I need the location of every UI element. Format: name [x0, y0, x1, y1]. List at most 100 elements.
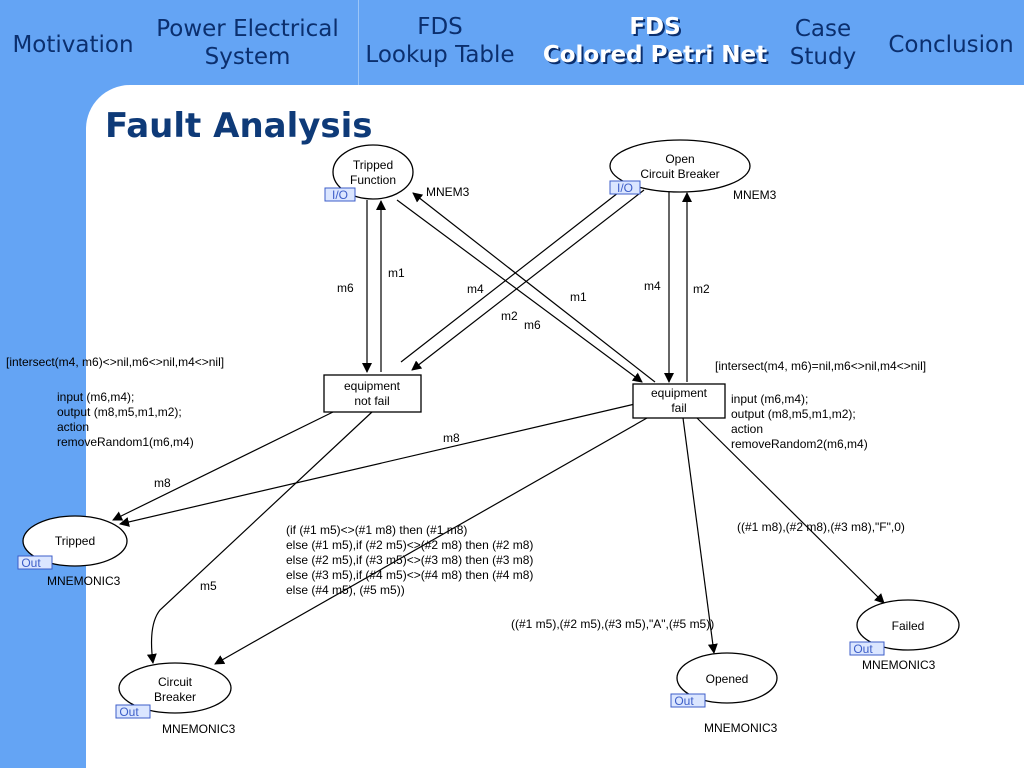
open-breaker-colorset: MNEM3 [733, 188, 777, 202]
code-segment-not-fail: input (m6,m4); output (m8,m5,m1,m2); act… [57, 390, 194, 449]
arc-label-m4-a: m4 [644, 279, 661, 293]
arc-label-m2-b: m2 [501, 309, 518, 323]
place-opened-label: Opened [706, 672, 749, 686]
code-segment-fail: input (m6,m4); output (m8,m5,m1,m2); act… [731, 392, 868, 451]
nav-case-label-line1: Case [794, 16, 852, 42]
code-not-fail-line-3: action [57, 420, 89, 434]
nav-cpn-label-line1: FDS [629, 14, 681, 40]
failed-colorset: MNEMONIC3 [862, 658, 936, 672]
place-open-circuit-breaker[interactable]: Open Circuit Breaker I/O MNEM3 [609, 139, 777, 202]
transition-fail-label-1: equipment [651, 386, 708, 400]
arc-label-m6-a: m6 [337, 281, 354, 295]
place-circuit-breaker[interactable]: Circuit Breaker Out MNEMONIC3 [115, 662, 236, 736]
code-fail-line-1: input (m6,m4); [731, 392, 808, 406]
arc-expression-opened: ((#1 m5),(#2 m5),(#3 m5),"A",(#5 m5)) [511, 617, 714, 631]
arc-fail-to-failed [696, 417, 885, 604]
nav-lookup-label-line1: FDS [417, 14, 463, 40]
arc-label-m4-b: m4 [467, 282, 484, 296]
place-tripped-function-label-1: Tripped [353, 158, 393, 172]
place-failed[interactable]: Failed Out MNEMONIC3 [849, 599, 960, 672]
code-not-fail-line-4: removeRandom1(m6,m4) [57, 435, 194, 449]
arc-m2-notfail-to-open [400, 181, 633, 363]
transition-not-fail-label-2: not fail [354, 394, 389, 408]
arc-fail-to-breaker [214, 417, 648, 665]
opened-colorset: MNEMONIC3 [704, 721, 778, 735]
nav-cpn-label-line2: Colored Petri Net [542, 42, 768, 68]
place-tripped-label: Tripped [55, 534, 95, 548]
place-tripped-function-label-2: Function [350, 173, 396, 187]
nav-case-study[interactable]: Case Study [780, 15, 866, 71]
arc-m8-notfail-to-tripped [112, 411, 334, 521]
arc-label-m1-b: m1 [570, 290, 587, 304]
nav-divider [358, 0, 359, 85]
arc-m5-notfail-to-breaker [146, 411, 373, 664]
nav-power-electrical-system[interactable]: Power Electrical System [150, 15, 345, 71]
nav-motivation[interactable]: Motivation [12, 31, 134, 59]
tripped-function-io-tag-text: I/O [332, 188, 348, 202]
circuit-breaker-colorset: MNEMONIC3 [162, 722, 236, 736]
breaker-expr-line-3: else (#2 m5),if (#3 m5)<>(#3 m8) then (#… [286, 553, 533, 567]
opened-out-tag [670, 693, 706, 708]
tripped-function-colorset: MNEM3 [426, 185, 470, 199]
open-breaker-io-tag [609, 180, 641, 195]
nav-motivation-label: Motivation [12, 32, 134, 58]
code-fail-line-2: output (m8,m5,m1,m2); [731, 407, 856, 421]
transition-not-fail-label-1: equipment [344, 379, 401, 393]
arc-label-m5: m5 [200, 579, 217, 593]
transition-equipment-not-fail[interactable]: equipment not fail [323, 374, 422, 413]
failed-out-tag [849, 641, 885, 656]
arc-expression-breaker: (if (#1 m5)<>(#1 m8) then (#1 m8) else (… [286, 523, 533, 597]
code-not-fail-line-2: output (m8,m5,m1,m2); [57, 405, 182, 419]
arc-fail-to-opened [682, 417, 718, 654]
guard-fail: [intersect(m4, m6)=nil,m6<>nil,m4<>nil] [715, 359, 926, 373]
arcs [112, 181, 885, 665]
arc-label-m8-a: m8 [154, 476, 171, 490]
arc-m8-fail-to-tripped [119, 403, 636, 527]
code-not-fail-line-1: input (m6,m4); [57, 390, 134, 404]
place-tripped-function[interactable]: Tripped Function I/O MNEM3 [324, 144, 470, 202]
arc-m1-fail-to-tripped [412, 192, 656, 383]
circuit-breaker-out-tag [115, 704, 151, 719]
arc-label-m2-a: m2 [693, 282, 710, 296]
place-open-breaker-label-1: Open [665, 152, 694, 166]
arc-label-m8-b: m8 [443, 431, 460, 445]
nav-power-label-line1: Power Electrical [156, 16, 339, 42]
open-breaker-io-tag-text: I/O [617, 181, 633, 195]
nav-power-label-line2: System [204, 44, 291, 70]
arc-label-m1-a: m1 [388, 266, 405, 280]
place-failed-label: Failed [892, 619, 925, 633]
place-circuit-breaker-label-2: Breaker [154, 690, 196, 704]
tripped-function-io-tag [324, 187, 356, 202]
tripped-colorset: MNEMONIC3 [47, 574, 121, 588]
arc-label-m6-b: m6 [524, 318, 541, 332]
breaker-expr-line-2: else (#1 m5),if (#2 m5)<>(#2 m8) then (#… [286, 538, 533, 552]
nav-conclusion[interactable]: Conclusion [885, 31, 1017, 59]
arc-expression-failed: ((#1 m8),(#2 m8),(#3 m8),"F",0) [737, 520, 905, 534]
failed-out-tag-text: Out [853, 642, 873, 656]
tripped-out-tag-text: Out [21, 556, 41, 570]
place-tripped[interactable]: Tripped Out MNEMONIC3 [17, 515, 128, 588]
arc-m4-open-to-notfail [411, 189, 645, 371]
slide-title: Fault Analysis [105, 106, 373, 146]
tripped-out-tag [17, 555, 53, 570]
opened-out-tag-text: Out [674, 694, 694, 708]
code-fail-line-4: removeRandom2(m6,m4) [731, 437, 868, 451]
top-navigation: Motivation Power Electrical System FDS L… [0, 0, 1024, 85]
place-opened[interactable]: Opened Out MNEMONIC3 [670, 652, 778, 735]
place-open-breaker-label-2: Circuit Breaker [640, 167, 719, 181]
code-fail-line-3: action [731, 422, 763, 436]
arc-m6-tripped-to-fail [396, 199, 643, 383]
nav-conclusion-label: Conclusion [888, 32, 1014, 58]
transition-equipment-fail[interactable]: equipment fail [632, 383, 726, 419]
nav-fds-colored-petri-net[interactable]: FDS Colored Petri Net [535, 13, 775, 69]
breaker-expr-line-1: (if (#1 m5)<>(#1 m8) then (#1 m8) [286, 523, 467, 537]
guard-not-fail: [intersect(m4, m6)<>nil,m6<>nil,m4<>nil] [6, 355, 224, 369]
nav-lookup-label-line2: Lookup Table [365, 42, 515, 68]
transition-fail-label-2: fail [671, 401, 686, 415]
nav-fds-lookup-table[interactable]: FDS Lookup Table [360, 13, 520, 69]
breaker-expr-line-4: else (#3 m5),if (#4 m5)<>(#4 m8) then (#… [286, 568, 533, 582]
nav-case-label-line2: Study [789, 44, 857, 70]
circuit-breaker-out-tag-text: Out [119, 705, 139, 719]
place-circuit-breaker-label-1: Circuit [158, 675, 193, 689]
